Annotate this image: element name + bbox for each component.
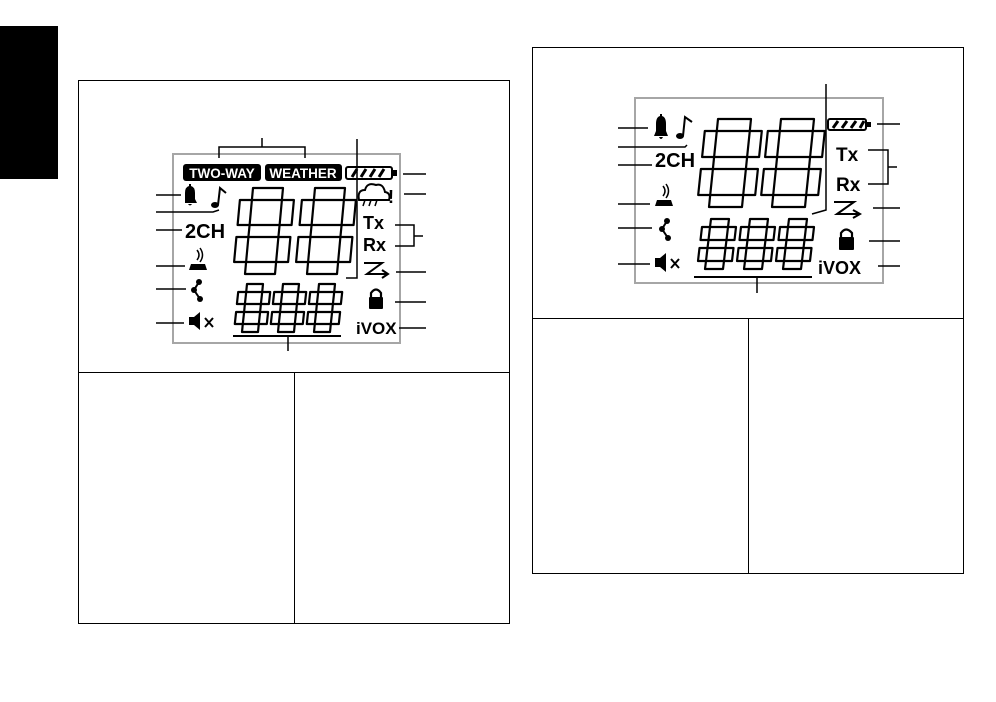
segment-digit	[774, 217, 816, 271]
share-icon	[659, 218, 671, 241]
share-icon	[191, 279, 203, 302]
bell-icon	[654, 114, 668, 139]
tx-label: Tx	[363, 213, 384, 233]
power-save-icon	[833, 201, 863, 219]
segment-digit	[269, 282, 308, 334]
music-note-icon	[676, 115, 693, 139]
segment-digit	[233, 282, 272, 334]
segment-digit	[735, 217, 777, 271]
right-lcd-diagram: 2CH 88 888	[533, 48, 963, 319]
left-notes-column-2	[293, 373, 510, 623]
bell-icon	[185, 184, 197, 206]
weather-label: WEATHER	[269, 166, 336, 181]
segment-digit	[696, 217, 738, 271]
segment-digit	[697, 117, 763, 209]
music-note-icon	[211, 186, 227, 208]
left-lcd-diagram: TWO-WAY WEATHER 2CH	[79, 81, 509, 373]
alert-symbol: !	[388, 187, 394, 207]
tx-label: Tx	[836, 145, 859, 166]
segment-digit	[305, 282, 344, 334]
left-notes-table	[79, 372, 509, 623]
power-save-icon	[363, 262, 390, 279]
two-way-badge: TWO-WAY	[183, 164, 261, 181]
code-digits	[696, 217, 816, 271]
rx-label: Rx	[363, 235, 386, 255]
left-notes-column-1	[79, 373, 294, 623]
right-figure: 2CH 88 888	[532, 47, 964, 574]
channel-digits	[697, 117, 826, 209]
left-callouts	[156, 138, 426, 351]
two-way-label: TWO-WAY	[189, 166, 255, 181]
lcd-frame	[172, 153, 401, 344]
scan-icon	[655, 183, 673, 206]
segment-digit	[760, 117, 826, 209]
lock-icon	[839, 228, 854, 250]
battery-icon	[345, 166, 397, 180]
lock-icon	[369, 288, 383, 309]
channel-digits	[233, 186, 357, 276]
code-digits	[233, 282, 344, 334]
right-notes-column-1	[533, 319, 748, 573]
right-notes-table	[533, 318, 963, 573]
weather-alert-icon: !	[357, 183, 394, 207]
battery-icon	[827, 118, 871, 131]
section-tab	[0, 26, 58, 179]
left-figure: TWO-WAY WEATHER 2CH	[78, 80, 510, 624]
mute-icon	[655, 253, 680, 272]
segment-digit	[295, 186, 357, 276]
right-callouts	[618, 84, 900, 293]
segment-digit	[233, 186, 295, 276]
vox-label: iVOX	[818, 258, 861, 278]
rx-label: Rx	[836, 175, 861, 196]
vox-label: iVOX	[356, 319, 397, 338]
mute-icon	[189, 312, 214, 330]
dual-watch-label: 2CH	[185, 221, 225, 243]
weather-badge: WEATHER	[265, 164, 342, 181]
dual-watch-label: 2CH	[655, 150, 695, 172]
scan-icon	[189, 247, 207, 270]
lcd-frame	[634, 97, 884, 284]
right-notes-column-2	[747, 319, 964, 573]
